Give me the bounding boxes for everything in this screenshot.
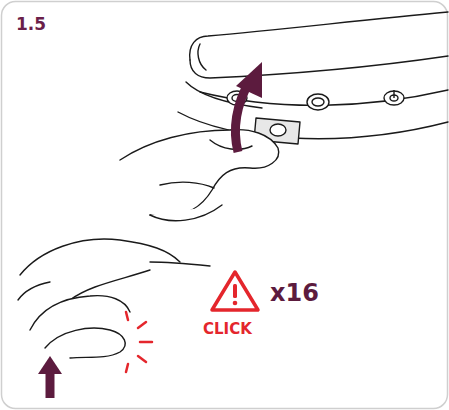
- frame-tube: [178, 12, 448, 139]
- push-arrowhead: [38, 356, 62, 374]
- click-burst: [126, 312, 152, 372]
- warning-sign: [212, 272, 258, 310]
- lift-arrowhead: [236, 62, 262, 98]
- lower-hand: [18, 239, 210, 358]
- upper-hand: [120, 118, 300, 221]
- step-number: 1.5: [16, 16, 46, 33]
- push-arrow: [46, 372, 55, 398]
- repeat-count: x16: [270, 281, 319, 305]
- click-label: CLICK: [203, 322, 252, 337]
